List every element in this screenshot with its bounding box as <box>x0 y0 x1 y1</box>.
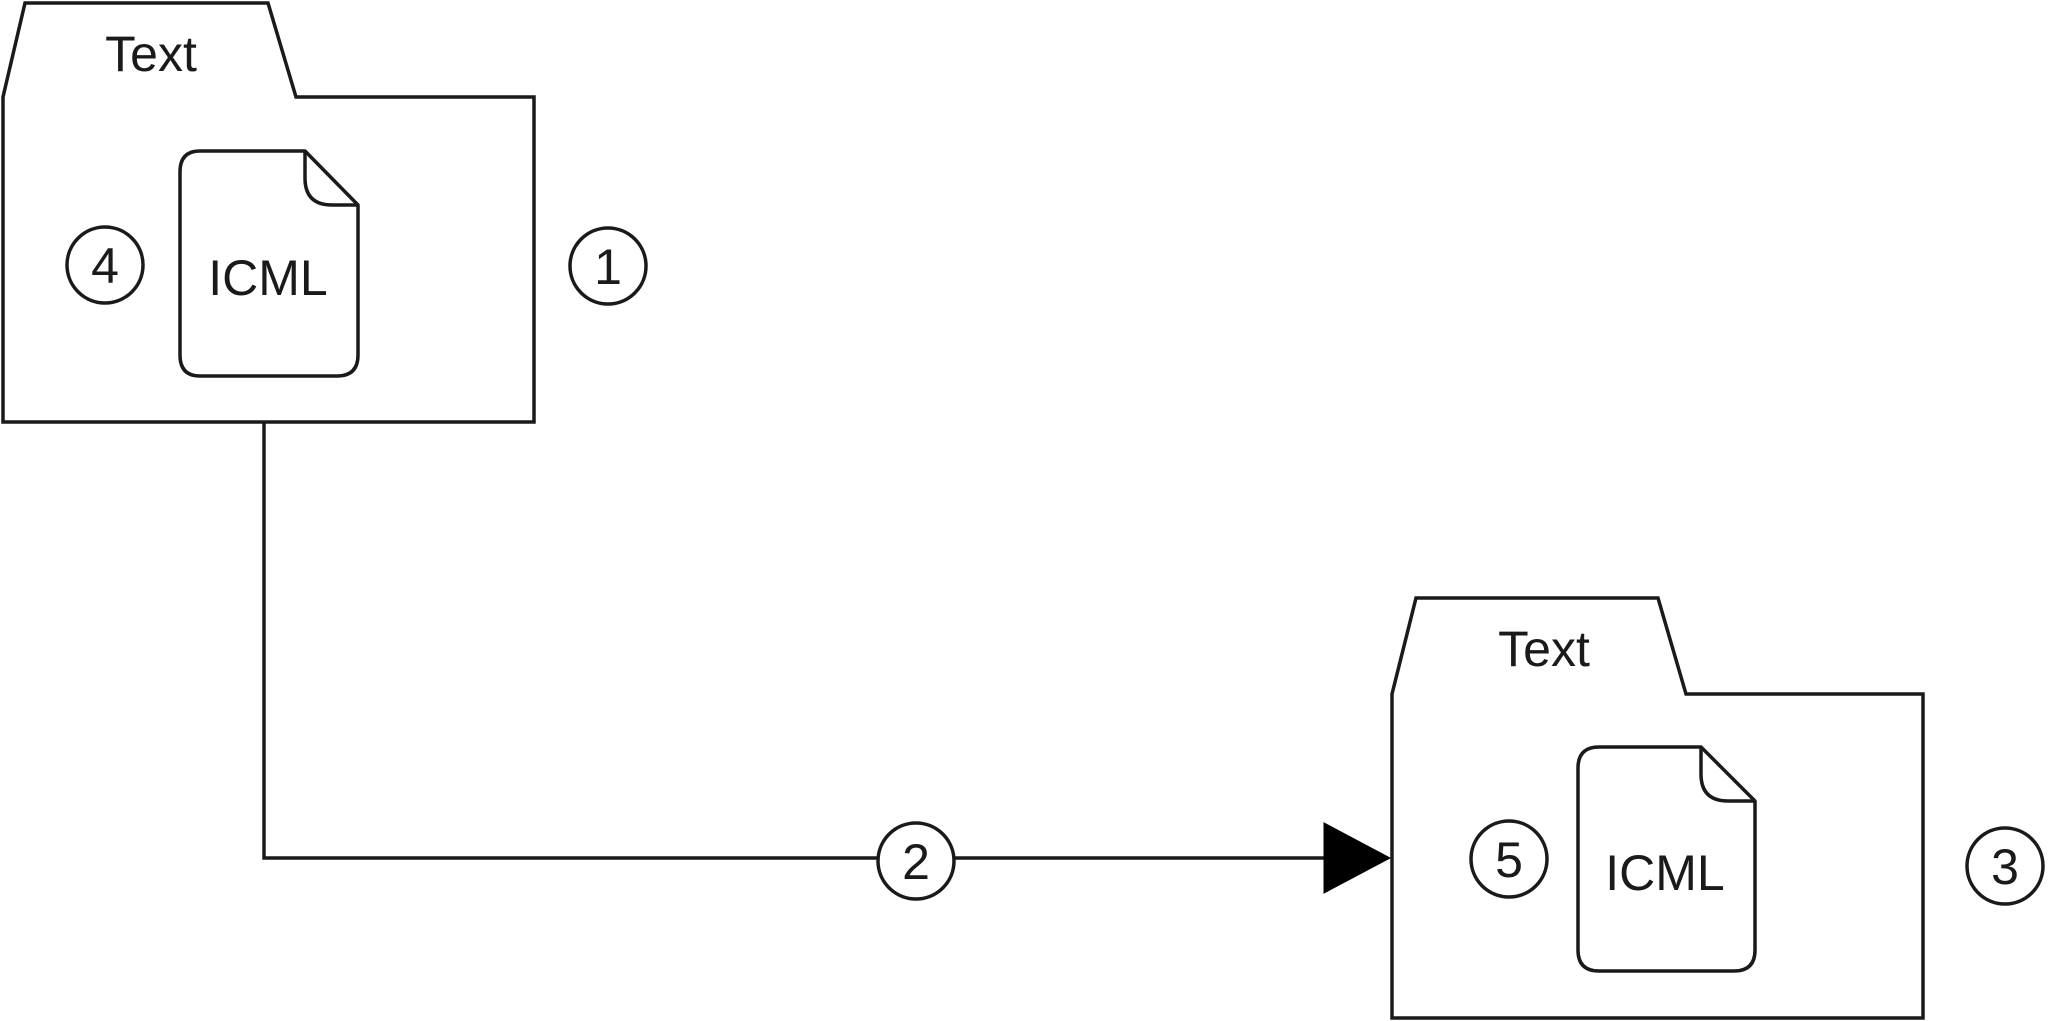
source-folder-outline <box>1 1 536 424</box>
target-folder-outline <box>1390 596 1925 1020</box>
marker-4: 4 <box>65 225 145 305</box>
marker-5-label: 5 <box>1495 832 1523 888</box>
connector-arrowhead <box>1323 822 1392 894</box>
marker-5: 5 <box>1469 819 1549 899</box>
target-file-outline <box>1576 745 1757 973</box>
source-file-label: ICML <box>208 250 327 306</box>
marker-3-label: 3 <box>1991 839 2019 895</box>
connector: 2 <box>262 422 1392 901</box>
source-file-fold <box>303 151 358 207</box>
marker-2-circle <box>876 821 956 901</box>
marker-4-circle <box>65 225 145 305</box>
marker-1-label: 1 <box>594 239 622 295</box>
marker-3-circle <box>1965 826 2045 906</box>
marker-2: 2 <box>876 821 956 901</box>
marker-4-label: 4 <box>91 238 119 294</box>
marker-1: 1 <box>568 226 648 306</box>
target-folder: Text ICML 5 <box>1390 596 1925 1020</box>
connector-line <box>262 422 1326 860</box>
target-file-fold <box>1699 747 1755 803</box>
target-folder-title: Text <box>1498 621 1590 677</box>
source-folder: Text ICML 4 <box>1 1 536 424</box>
target-file-label: ICML <box>1605 845 1724 901</box>
marker-3: 3 <box>1965 826 2045 906</box>
source-file-outline <box>178 149 360 378</box>
marker-1-circle <box>568 226 648 306</box>
marker-5-circle <box>1469 819 1549 899</box>
source-folder-title: Text <box>105 26 197 82</box>
source-file-icon: ICML <box>178 149 360 378</box>
target-file-icon: ICML <box>1576 745 1757 973</box>
marker-2-label: 2 <box>902 834 930 890</box>
